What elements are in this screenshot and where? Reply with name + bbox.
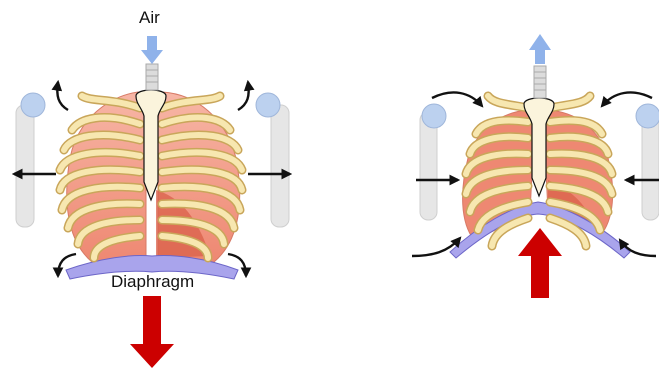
air-in-arrow — [141, 36, 163, 64]
arrow-up-right — [238, 82, 249, 110]
trachea-exhale — [534, 66, 546, 98]
trachea-inhale — [146, 64, 158, 90]
right-arm-bone-exhale — [636, 104, 659, 220]
air-label: Air — [139, 8, 160, 28]
left-arm-bone — [16, 93, 45, 227]
diaphragm-label: Diaphragm — [111, 272, 194, 292]
arrow-in-upper-left — [432, 92, 482, 106]
arrow-in-upper-right — [602, 92, 652, 106]
left-arm-bone-exhale — [420, 104, 446, 220]
inhalation-figure — [14, 36, 290, 368]
diaphragm-down-arrow[interactable] — [130, 296, 174, 368]
exhalation-figure — [412, 34, 659, 298]
right-arm-bone — [256, 93, 289, 227]
arrow-up-left — [57, 82, 68, 110]
air-out-arrow — [529, 34, 551, 64]
diaphragm-up-arrow[interactable] — [518, 228, 562, 298]
